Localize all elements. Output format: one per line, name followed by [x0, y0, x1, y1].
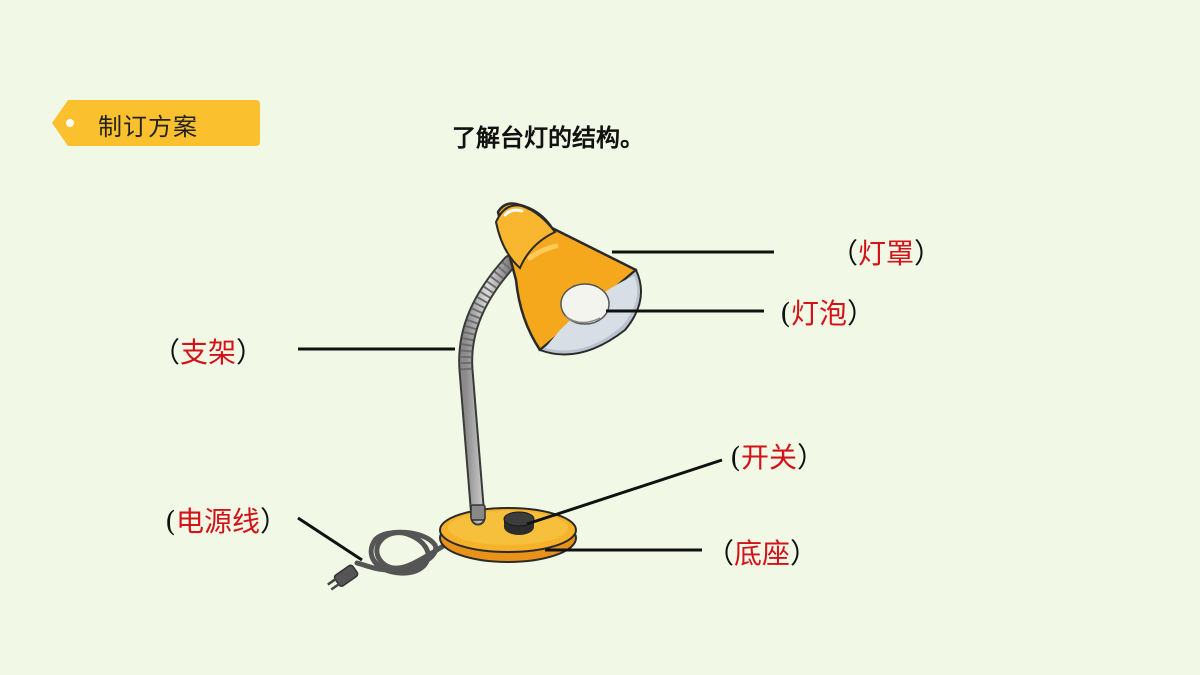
leader-cord: [297, 516, 363, 562]
tag-label: 制订方案: [98, 113, 198, 141]
plug: [327, 564, 359, 591]
label-shade: （灯罩）: [830, 237, 943, 270]
tag-shape: [52, 100, 260, 146]
answer-bulb: 灯泡: [790, 297, 847, 330]
label-cord: (电源线）: [165, 505, 288, 538]
power-cord: [354, 529, 448, 576]
lamp-shade: [494, 202, 642, 356]
bulb: [560, 283, 610, 325]
leader-switch: [526, 458, 723, 526]
tag-dot-icon: [66, 119, 74, 127]
answer-arm: 支架: [180, 336, 237, 369]
leader-lines: [297, 250, 774, 562]
label-arm: （支架）: [152, 336, 265, 369]
answer-shade: 灯罩: [858, 237, 915, 270]
page-title: 了解台灯的结构。: [452, 124, 644, 152]
answer-base: 底座: [734, 537, 791, 570]
switch: [503, 511, 535, 535]
answer-switch: 开关: [740, 441, 797, 474]
label-base: （底座）: [706, 537, 819, 570]
answer-cord: 电源线: [175, 505, 260, 538]
section-tag: 制订方案: [50, 98, 260, 148]
label-bulb: (灯泡）: [780, 297, 875, 330]
label-switch: (开关）: [730, 441, 825, 474]
